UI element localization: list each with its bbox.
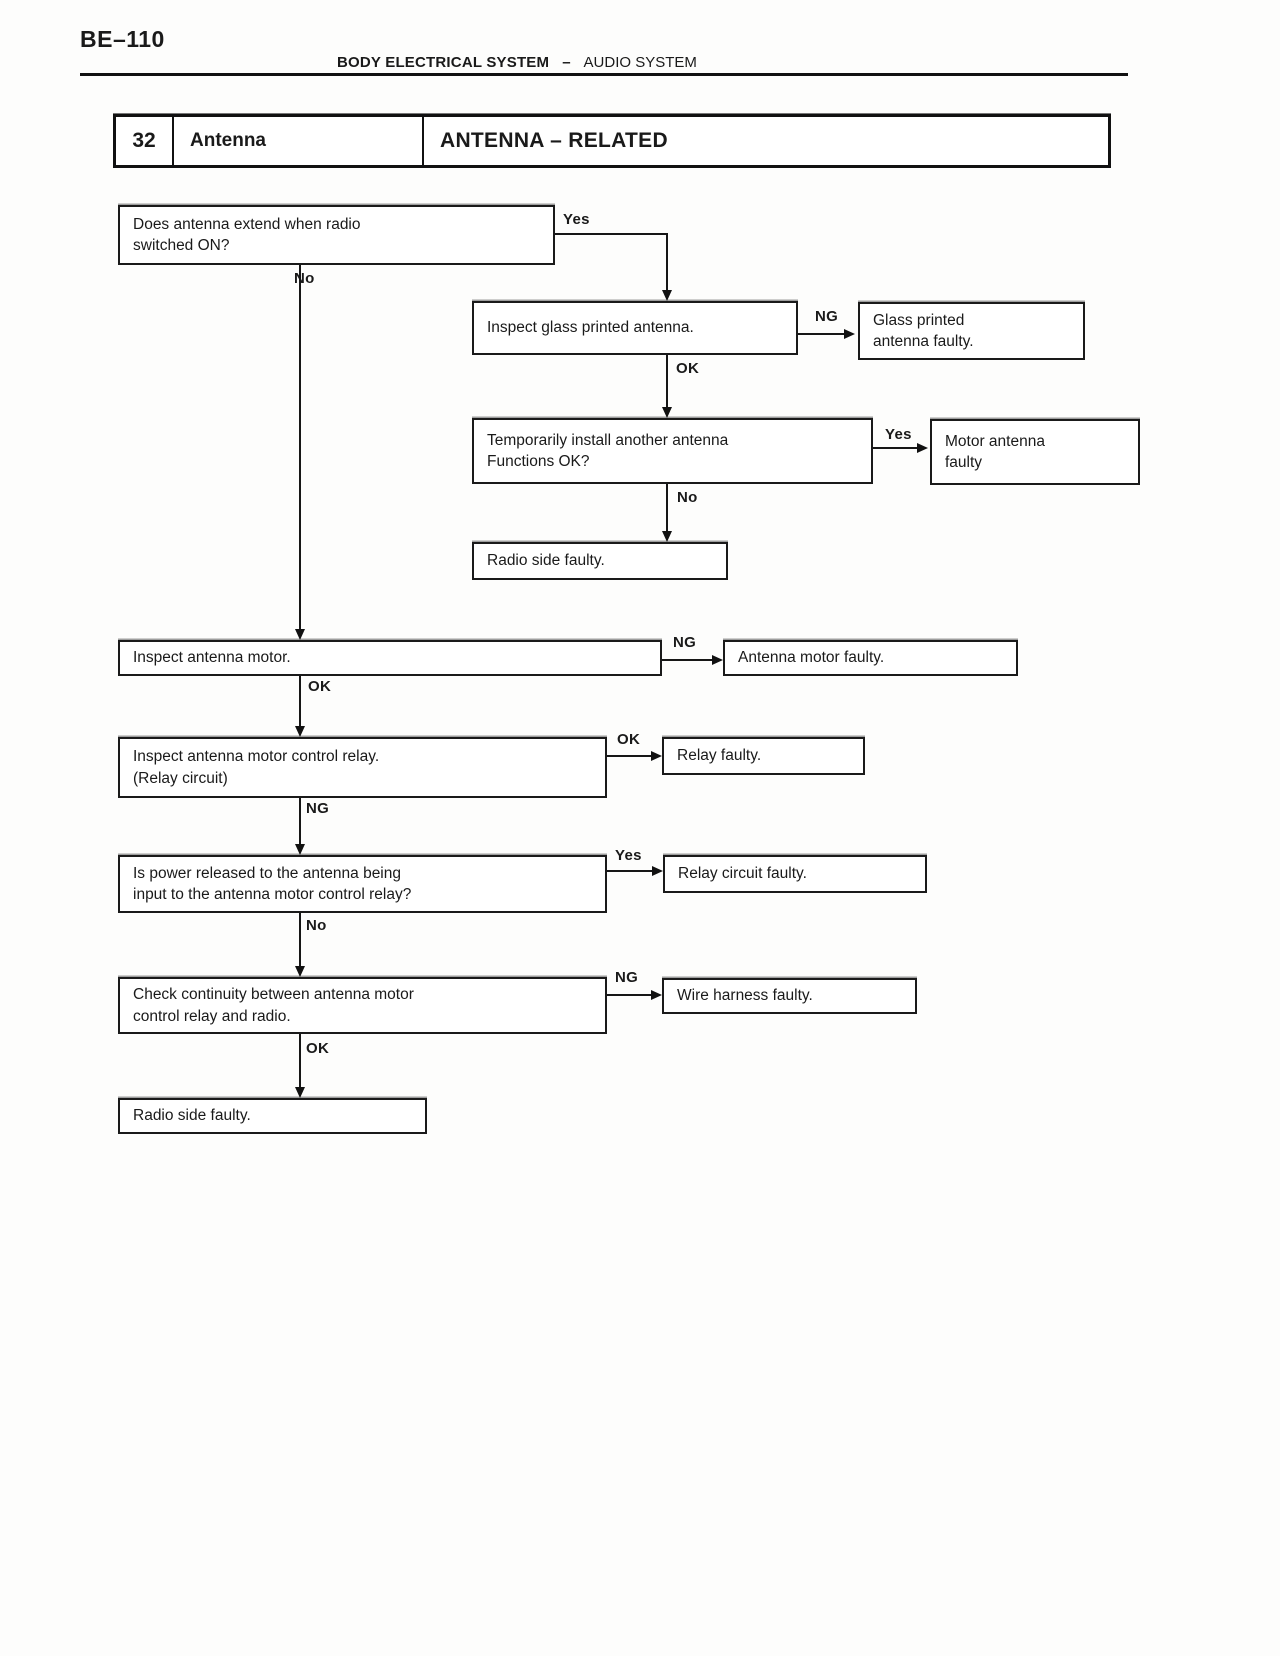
flow-arrowhead-right (651, 990, 662, 1000)
connector-line (299, 1034, 301, 1088)
header-rule (80, 73, 1128, 76)
connector-line (873, 447, 917, 449)
connector-line (607, 870, 652, 872)
flow-arrowhead-down (662, 290, 672, 301)
edge-label-no-3: No (306, 917, 327, 934)
connector-line (662, 659, 712, 661)
flow-arrowhead-down (662, 531, 672, 542)
edge-label-ok-2: OK (308, 678, 332, 695)
connector-line (798, 333, 844, 335)
flow-arrowhead-down (295, 726, 305, 737)
flow-node-antenna-extend-question: Does antenna extend when radio switched … (118, 205, 555, 265)
connector-line (666, 355, 668, 408)
edge-label-ng-3: NG (306, 800, 330, 817)
procedure-number: 32 (116, 117, 174, 165)
flow-node-power-released-question: Is power released to the antenna being i… (118, 855, 607, 913)
edge-label-ng-4: NG (615, 969, 639, 986)
flow-node-inspect-glass-antenna: Inspect glass printed antenna. (472, 301, 798, 355)
flow-node-relay-circuit-faulty: Relay circuit faulty. (663, 855, 927, 893)
edge-label-ok-1: OK (676, 360, 700, 377)
edge-label-ng-2: NG (673, 634, 697, 651)
connector-line (607, 755, 651, 757)
header-separator: – (562, 54, 571, 71)
flow-arrowhead-down (295, 966, 305, 977)
connector-line (299, 798, 301, 845)
flow-node-temp-install-question: Temporarily install another antenna Func… (472, 418, 873, 484)
flow-arrowhead-down (662, 407, 672, 418)
connector-line (666, 233, 668, 291)
flow-arrowhead-right (651, 751, 662, 761)
page-number: BE–110 (80, 26, 165, 52)
flow-arrowhead-right (652, 866, 663, 876)
header-subsection: AUDIO SYSTEM (583, 54, 697, 71)
flow-node-relay-faulty: Relay faulty. (662, 737, 865, 775)
edge-label-ok-3: OK (617, 731, 641, 748)
connector-line (299, 913, 301, 967)
procedure-title-bar: 32 Antenna ANTENNA – RELATED (113, 114, 1111, 168)
edge-label-yes-3: Yes (615, 847, 642, 864)
flow-arrowhead-right (917, 443, 928, 453)
flow-node-wire-harness-faulty: Wire harness faulty. (662, 978, 917, 1014)
flow-node-glass-antenna-faulty: Glass printed antenna faulty. (858, 302, 1085, 360)
edge-label-no-1: No (294, 270, 315, 287)
edge-label-yes-2: Yes (885, 426, 912, 443)
flow-node-inspect-antenna-motor: Inspect antenna motor. (118, 640, 662, 676)
flow-node-radio-side-faulty-1: Radio side faulty. (472, 542, 728, 580)
procedure-component: Antenna (174, 117, 424, 165)
flow-arrowhead-down (295, 629, 305, 640)
connector-line (607, 994, 651, 996)
connector-line (666, 484, 668, 532)
edge-label-ng-1: NG (815, 308, 839, 325)
flow-node-radio-side-faulty-2: Radio side faulty. (118, 1098, 427, 1134)
flow-arrowhead-right (712, 655, 723, 665)
header-section: BODY ELECTRICAL SYSTEM (337, 54, 550, 71)
flow-node-inspect-relay: Inspect antenna motor control relay. (Re… (118, 737, 607, 798)
flow-node-motor-antenna-faulty: Motor antenna faulty (930, 419, 1140, 485)
connector-line (555, 233, 668, 235)
flow-node-check-continuity: Check continuity between antenna motor c… (118, 977, 607, 1034)
edge-label-yes-1: Yes (563, 211, 590, 228)
page-header: BODY ELECTRICAL SYSTEM – AUDIO SYSTEM (337, 54, 697, 71)
flow-node-antenna-motor-faulty: Antenna motor faulty. (723, 640, 1018, 676)
edge-label-no-2: No (677, 489, 698, 506)
flow-arrowhead-down (295, 1087, 305, 1098)
connector-line (299, 265, 301, 629)
edge-label-ok-4: OK (306, 1040, 330, 1057)
procedure-title: ANTENNA – RELATED (440, 129, 668, 152)
flow-arrowhead-down (295, 844, 305, 855)
flow-arrowhead-right (844, 329, 855, 339)
connector-line (299, 676, 301, 727)
